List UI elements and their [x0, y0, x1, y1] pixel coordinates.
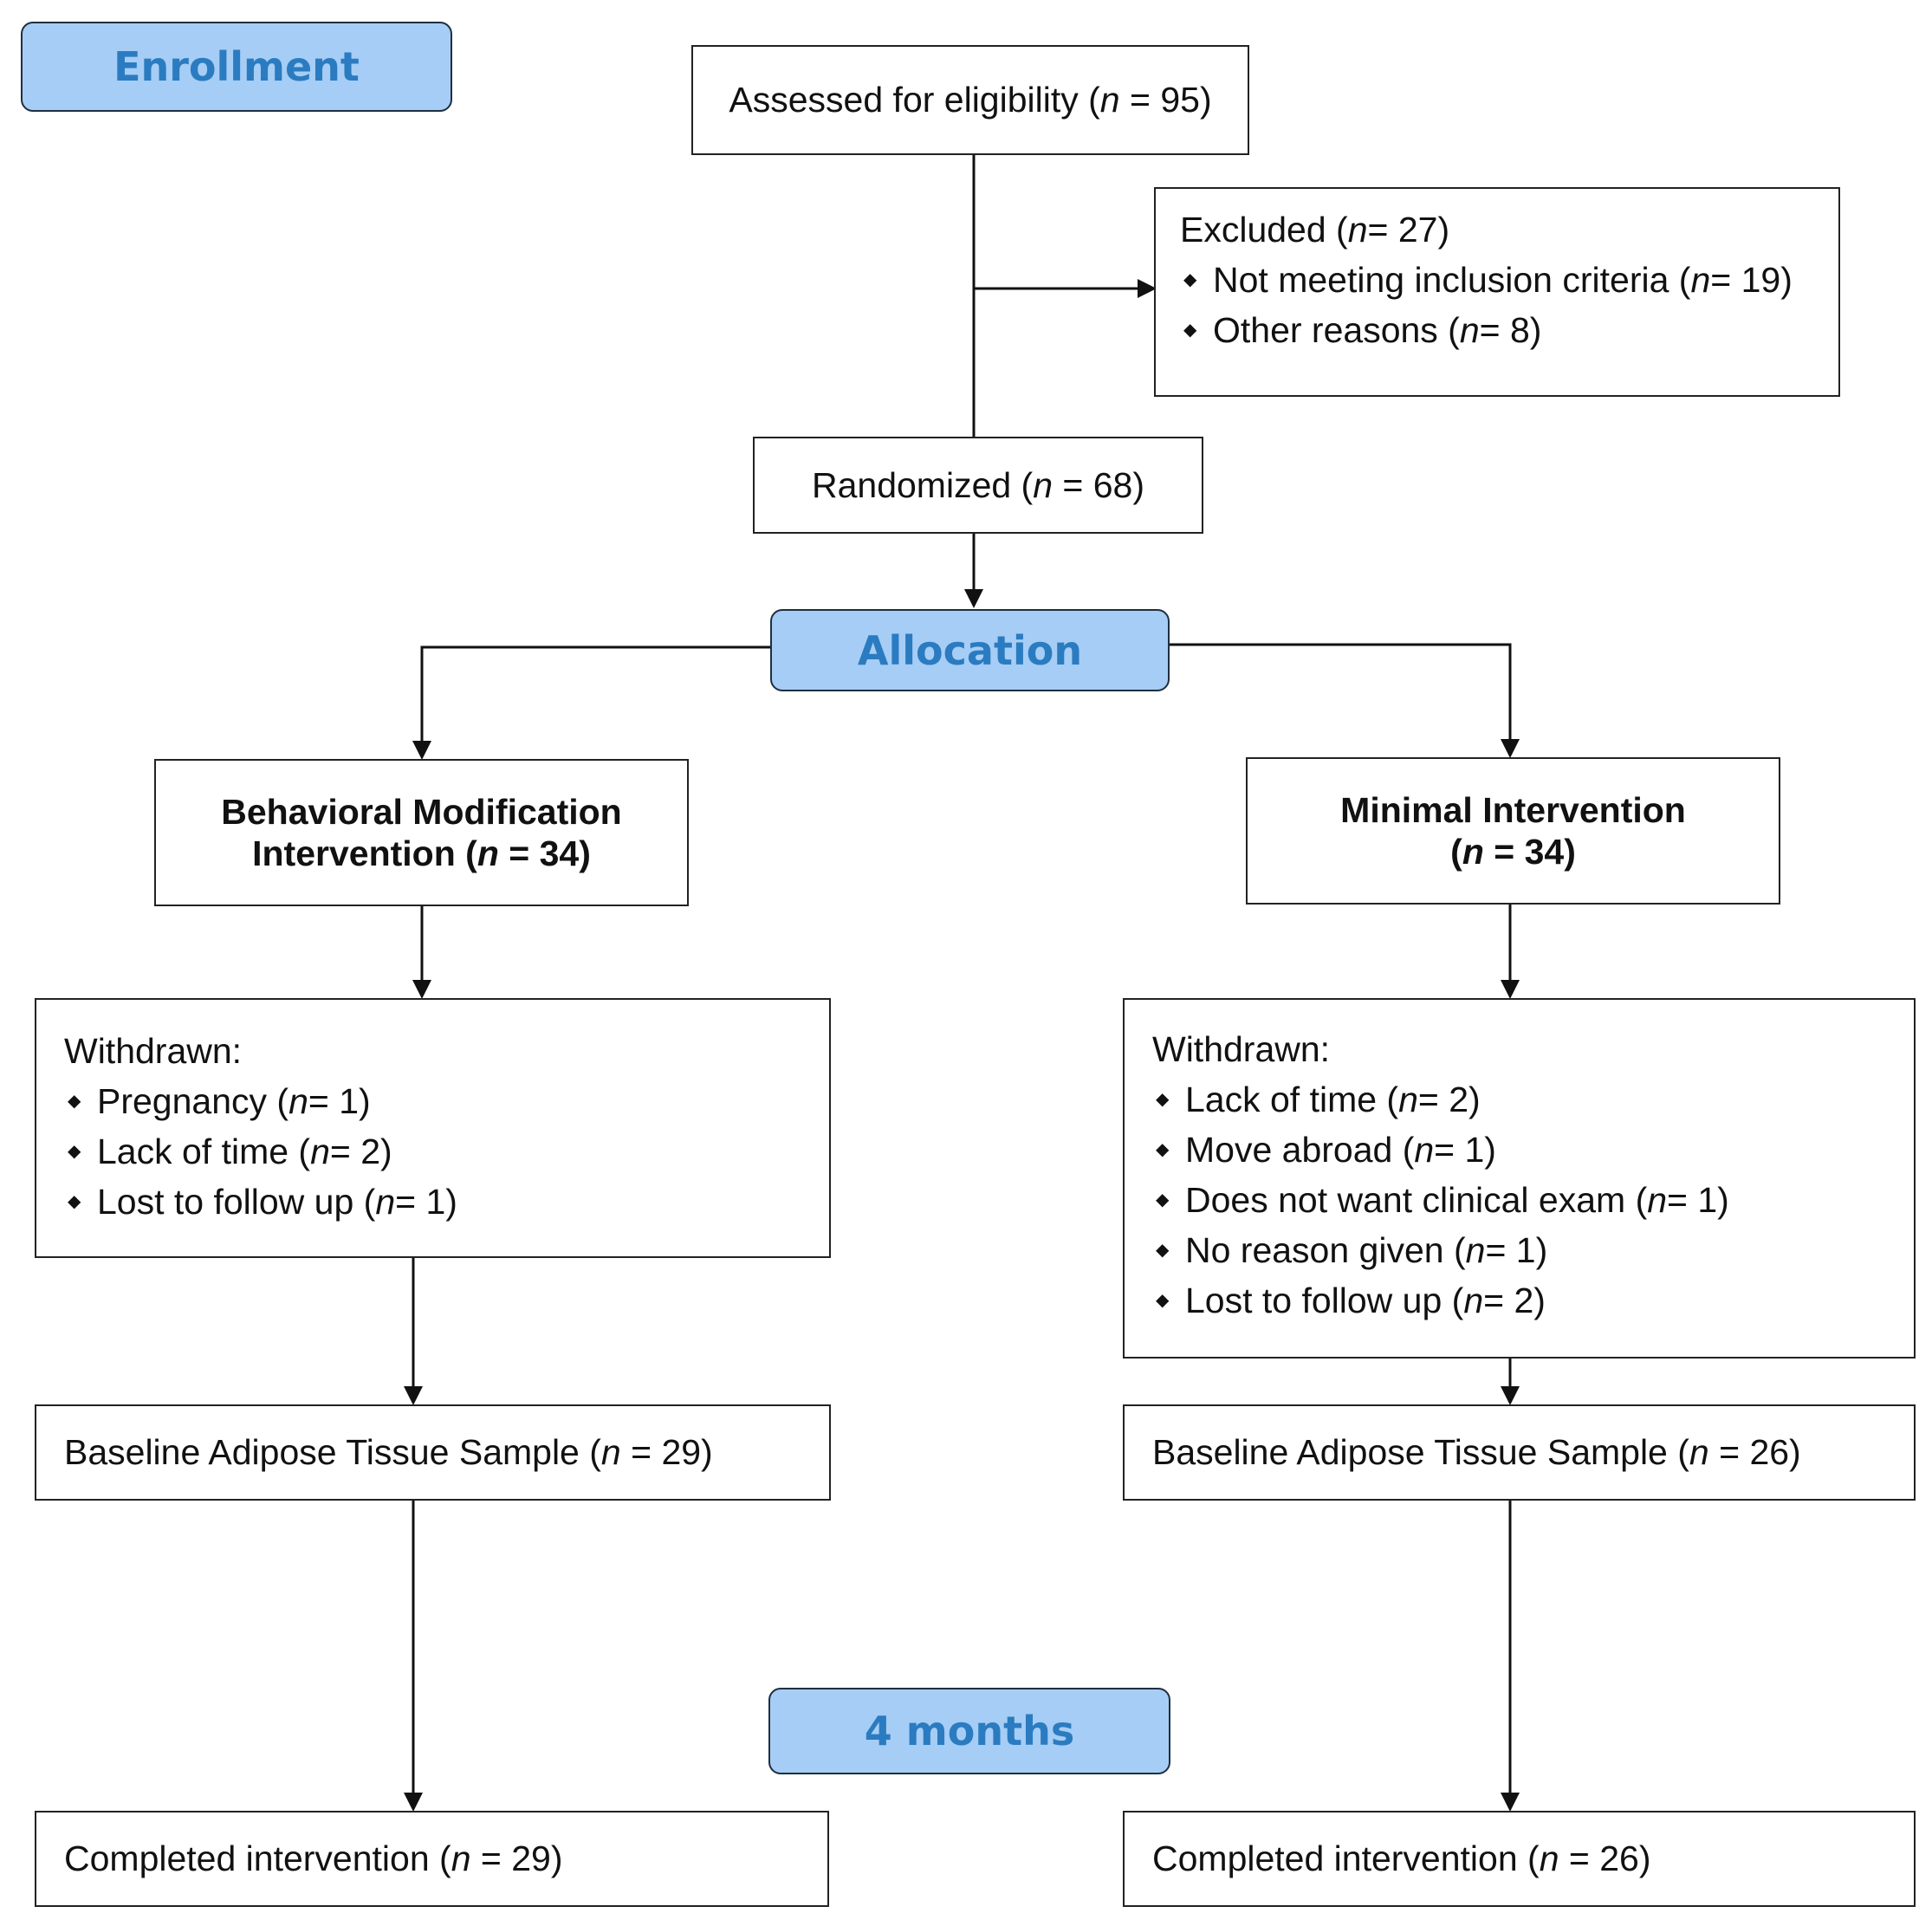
bullet-icon: ◆ [1156, 1190, 1170, 1209]
bullet-icon: ◆ [1183, 321, 1197, 340]
withdrawn-item: ◆Lost to follow up (n = 1) [64, 1177, 457, 1227]
excluded-item: ◆Not meeting inclusion criteria (n = 19) [1180, 255, 1793, 305]
stage-4-months: 4 months [768, 1688, 1170, 1774]
withdrawn-heading: Withdrawn: [64, 1030, 243, 1071]
withdrawn-item: ◆No reason given (n = 1) [1152, 1225, 1729, 1275]
randomized-box: Randomized (n = 68) [753, 437, 1203, 534]
right-completed-text: Completed intervention (n = 26) [1152, 1838, 1651, 1878]
assessed-text: Assessed for eligibility (n = 95) [729, 80, 1212, 120]
stage-enrollment-label: Enrollment [113, 43, 360, 90]
stage-allocation-label: Allocation [857, 626, 1083, 674]
bullet-icon: ◆ [68, 1142, 81, 1161]
bullet-icon: ◆ [68, 1192, 81, 1211]
withdrawn-item: ◆Move abroad (n = 1) [1152, 1125, 1729, 1175]
arrowhead-left-withdrawn [412, 980, 431, 999]
bullet-icon: ◆ [1156, 1291, 1170, 1310]
left-completed-text: Completed intervention (n = 29) [64, 1838, 563, 1878]
withdrawn-item: ◆Pregnancy (n = 1) [64, 1076, 457, 1126]
bullet-icon: ◆ [1156, 1241, 1170, 1260]
left-withdrawn-box: Withdrawn: ◆Pregnancy (n = 1) ◆Lack of t… [35, 998, 831, 1258]
bullet-icon: ◆ [68, 1092, 81, 1111]
stage-allocation: Allocation [770, 609, 1170, 691]
left-arm-title: Behavioral Modification Intervention (n … [221, 791, 622, 873]
arrowhead-allocation [964, 589, 983, 608]
stage-4-months-label: 4 months [864, 1708, 1075, 1754]
right-baseline-box: Baseline Adipose Tissue Sample (n = 26) [1123, 1404, 1916, 1501]
right-baseline-text: Baseline Adipose Tissue Sample (n = 26) [1152, 1432, 1801, 1472]
bullet-icon: ◆ [1156, 1090, 1170, 1109]
randomized-text: Randomized (n = 68) [811, 464, 1145, 505]
arrowhead-right-withdrawn [1501, 980, 1520, 999]
left-arm-box: Behavioral Modification Intervention (n … [154, 759, 689, 906]
right-arm-title: Minimal Intervention (n = 34) [1340, 789, 1686, 872]
left-baseline-box: Baseline Adipose Tissue Sample (n = 29) [35, 1404, 831, 1501]
withdrawn-item: ◆Lost to follow up (n = 2) [1152, 1275, 1729, 1326]
right-arm-box: Minimal Intervention (n = 34) [1246, 757, 1780, 905]
withdrawn-item: ◆Lack of time (n = 2) [64, 1126, 457, 1177]
left-completed-box: Completed intervention (n = 29) [35, 1811, 829, 1907]
arrow-allocation-to-right-arm [1170, 643, 1512, 743]
arrowhead-excluded [1138, 279, 1157, 298]
excluded-box: Excluded (n = 27) ◆Not meeting inclusion… [1154, 187, 1840, 397]
assessed-box: Assessed for eligibility (n = 95) [691, 45, 1249, 155]
excluded-item: ◆Other reasons (n = 8) [1180, 305, 1793, 355]
withdrawn-item: ◆Does not want clinical exam (n = 1) [1152, 1175, 1729, 1225]
stage-enrollment: Enrollment [21, 22, 452, 112]
arrow-allocation-to-left-arm [420, 645, 771, 745]
arrowhead-right-baseline [1501, 1386, 1520, 1405]
excluded-heading: Excluded (n = 27) [1180, 209, 1450, 250]
withdrawn-item: ◆Lack of time (n = 2) [1152, 1074, 1729, 1125]
left-baseline-text: Baseline Adipose Tissue Sample (n = 29) [64, 1432, 713, 1472]
withdrawn-heading: Withdrawn: [1152, 1028, 1331, 1069]
bullet-icon: ◆ [1183, 270, 1197, 289]
arrowhead-left-completed [404, 1793, 423, 1812]
arrowhead-left-arm [412, 741, 431, 760]
right-completed-box: Completed intervention (n = 26) [1123, 1811, 1916, 1907]
bullet-icon: ◆ [1156, 1140, 1170, 1159]
right-withdrawn-box: Withdrawn: ◆Lack of time (n = 2) ◆Move a… [1123, 998, 1916, 1359]
arrowhead-left-baseline [404, 1386, 423, 1405]
arrowhead-right-arm [1501, 739, 1520, 758]
arrowhead-right-completed [1501, 1793, 1520, 1812]
